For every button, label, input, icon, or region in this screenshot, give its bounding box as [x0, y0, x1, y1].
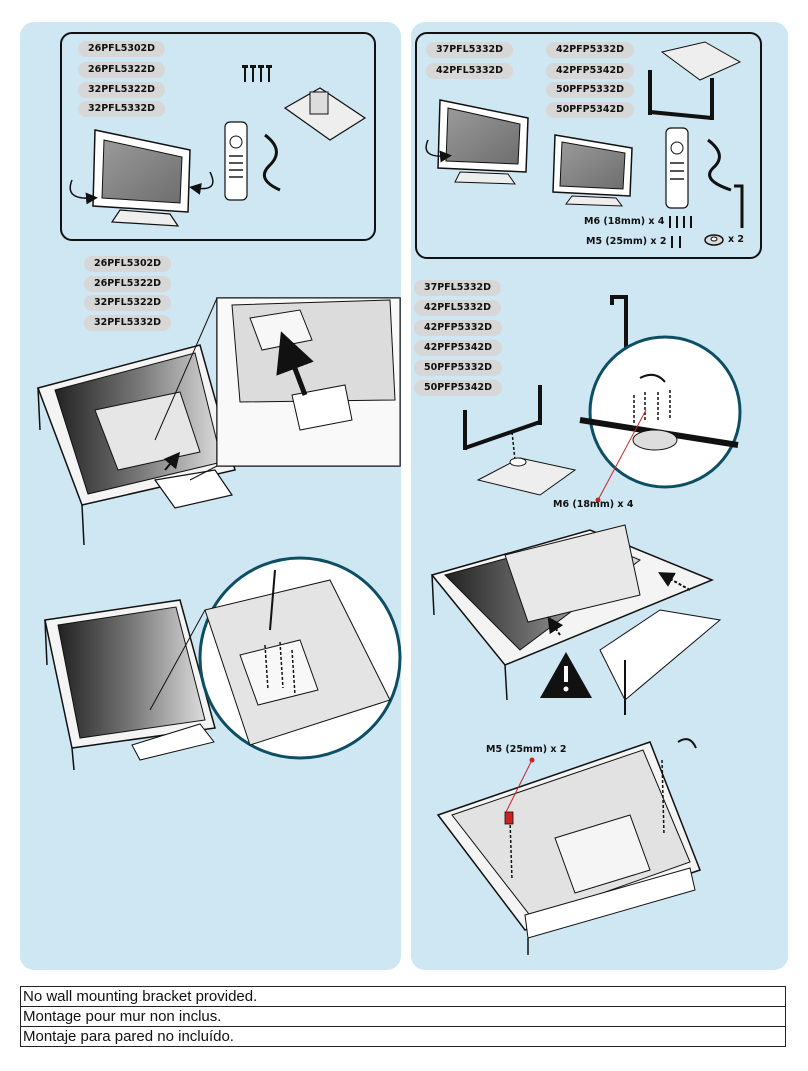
note-spanish: Montaje para pared no incluído. [23, 1028, 234, 1045]
left-box-stand-base-icon [283, 87, 367, 141]
right-box-screws-m6-icon [669, 216, 692, 228]
step3-m5-label: M5 (25mm) x 2 [486, 744, 567, 755]
warning-icon [540, 652, 592, 698]
right-step2-tv-back [430, 524, 722, 715]
washer-label: x 2 [728, 234, 745, 245]
screw-m5-label: M5 (25mm) x 2 [586, 236, 667, 247]
model-pill: 37PFL5332D [414, 280, 502, 296]
right-box-tv-small-icon [425, 99, 529, 185]
right-box-screws-m5-icon [671, 236, 681, 248]
model-pill: 26PFL5302D [78, 41, 166, 57]
model-pill: 42PFP5332D [414, 320, 502, 336]
note-french: Montage pour mur non inclus. [21, 1007, 785, 1027]
model-pill: 42PFL5332D [426, 63, 514, 79]
model-pill: 32PFL5322D [78, 82, 166, 98]
model-pill: 50PFP5332D [414, 360, 502, 376]
left-box-power-cord-icon [262, 133, 281, 192]
right-step3-callout-dot [529, 757, 535, 763]
left-step1-zoom-callout [154, 297, 401, 481]
screw-m6-label: M6 (18mm) x 4 [584, 216, 665, 227]
step1-m6-label: M6 (18mm) x 4 [553, 499, 634, 510]
model-pill: 32PFL5332D [78, 101, 166, 117]
right-step3-callout-line [505, 759, 533, 813]
footer-notes: No wall mounting bracket provided. Monta… [20, 986, 786, 1047]
model-pill: 42PFP5342D [414, 340, 502, 356]
left-box-tv-icon [69, 129, 214, 227]
right-box-pedestal-icon [648, 41, 742, 120]
left-step2-zoom-circle [149, 556, 402, 760]
left-step2-tv-back [44, 599, 216, 771]
left-box-remote-icon [224, 121, 248, 201]
model-pill: 50PFP5332D [546, 82, 634, 98]
left-box-screws-icon [242, 65, 272, 82]
right-box-allen-key-icon [734, 184, 744, 228]
model-pill: 26PFL5322D [84, 276, 172, 292]
model-pill: 32PFL5332D [84, 315, 172, 331]
left-step1-stand-neck [153, 451, 233, 509]
model-pill: 37PFL5332D [426, 42, 514, 58]
model-pill: 50PFP5342D [414, 380, 502, 396]
model-pill: 42PFP5332D [546, 42, 634, 58]
right-box-power-cord-icon [707, 138, 732, 192]
right-box-washer-icon [704, 234, 724, 246]
left-step1-tv-back [37, 344, 236, 546]
model-pill: 42PFP5342D [546, 63, 634, 79]
note-english: No wall mounting bracket provided. [21, 987, 785, 1007]
right-box-tv-large-icon [552, 134, 633, 207]
right-step1-pedestal-assembly [463, 295, 628, 496]
model-pill: 50PFP5342D [546, 102, 634, 118]
right-step1-callout-line [597, 409, 647, 501]
right-step1-zoom-circle [579, 335, 742, 489]
right-step3-tv-back [436, 738, 701, 955]
model-pill: 26PFL5302D [84, 256, 172, 272]
model-pill: 42PFL5332D [414, 300, 502, 316]
model-pill: 26PFL5322D [78, 62, 166, 78]
model-pill: 32PFL5322D [84, 295, 172, 311]
right-box-remote-icon [665, 127, 689, 209]
right-step1-callout-dot [595, 497, 601, 503]
